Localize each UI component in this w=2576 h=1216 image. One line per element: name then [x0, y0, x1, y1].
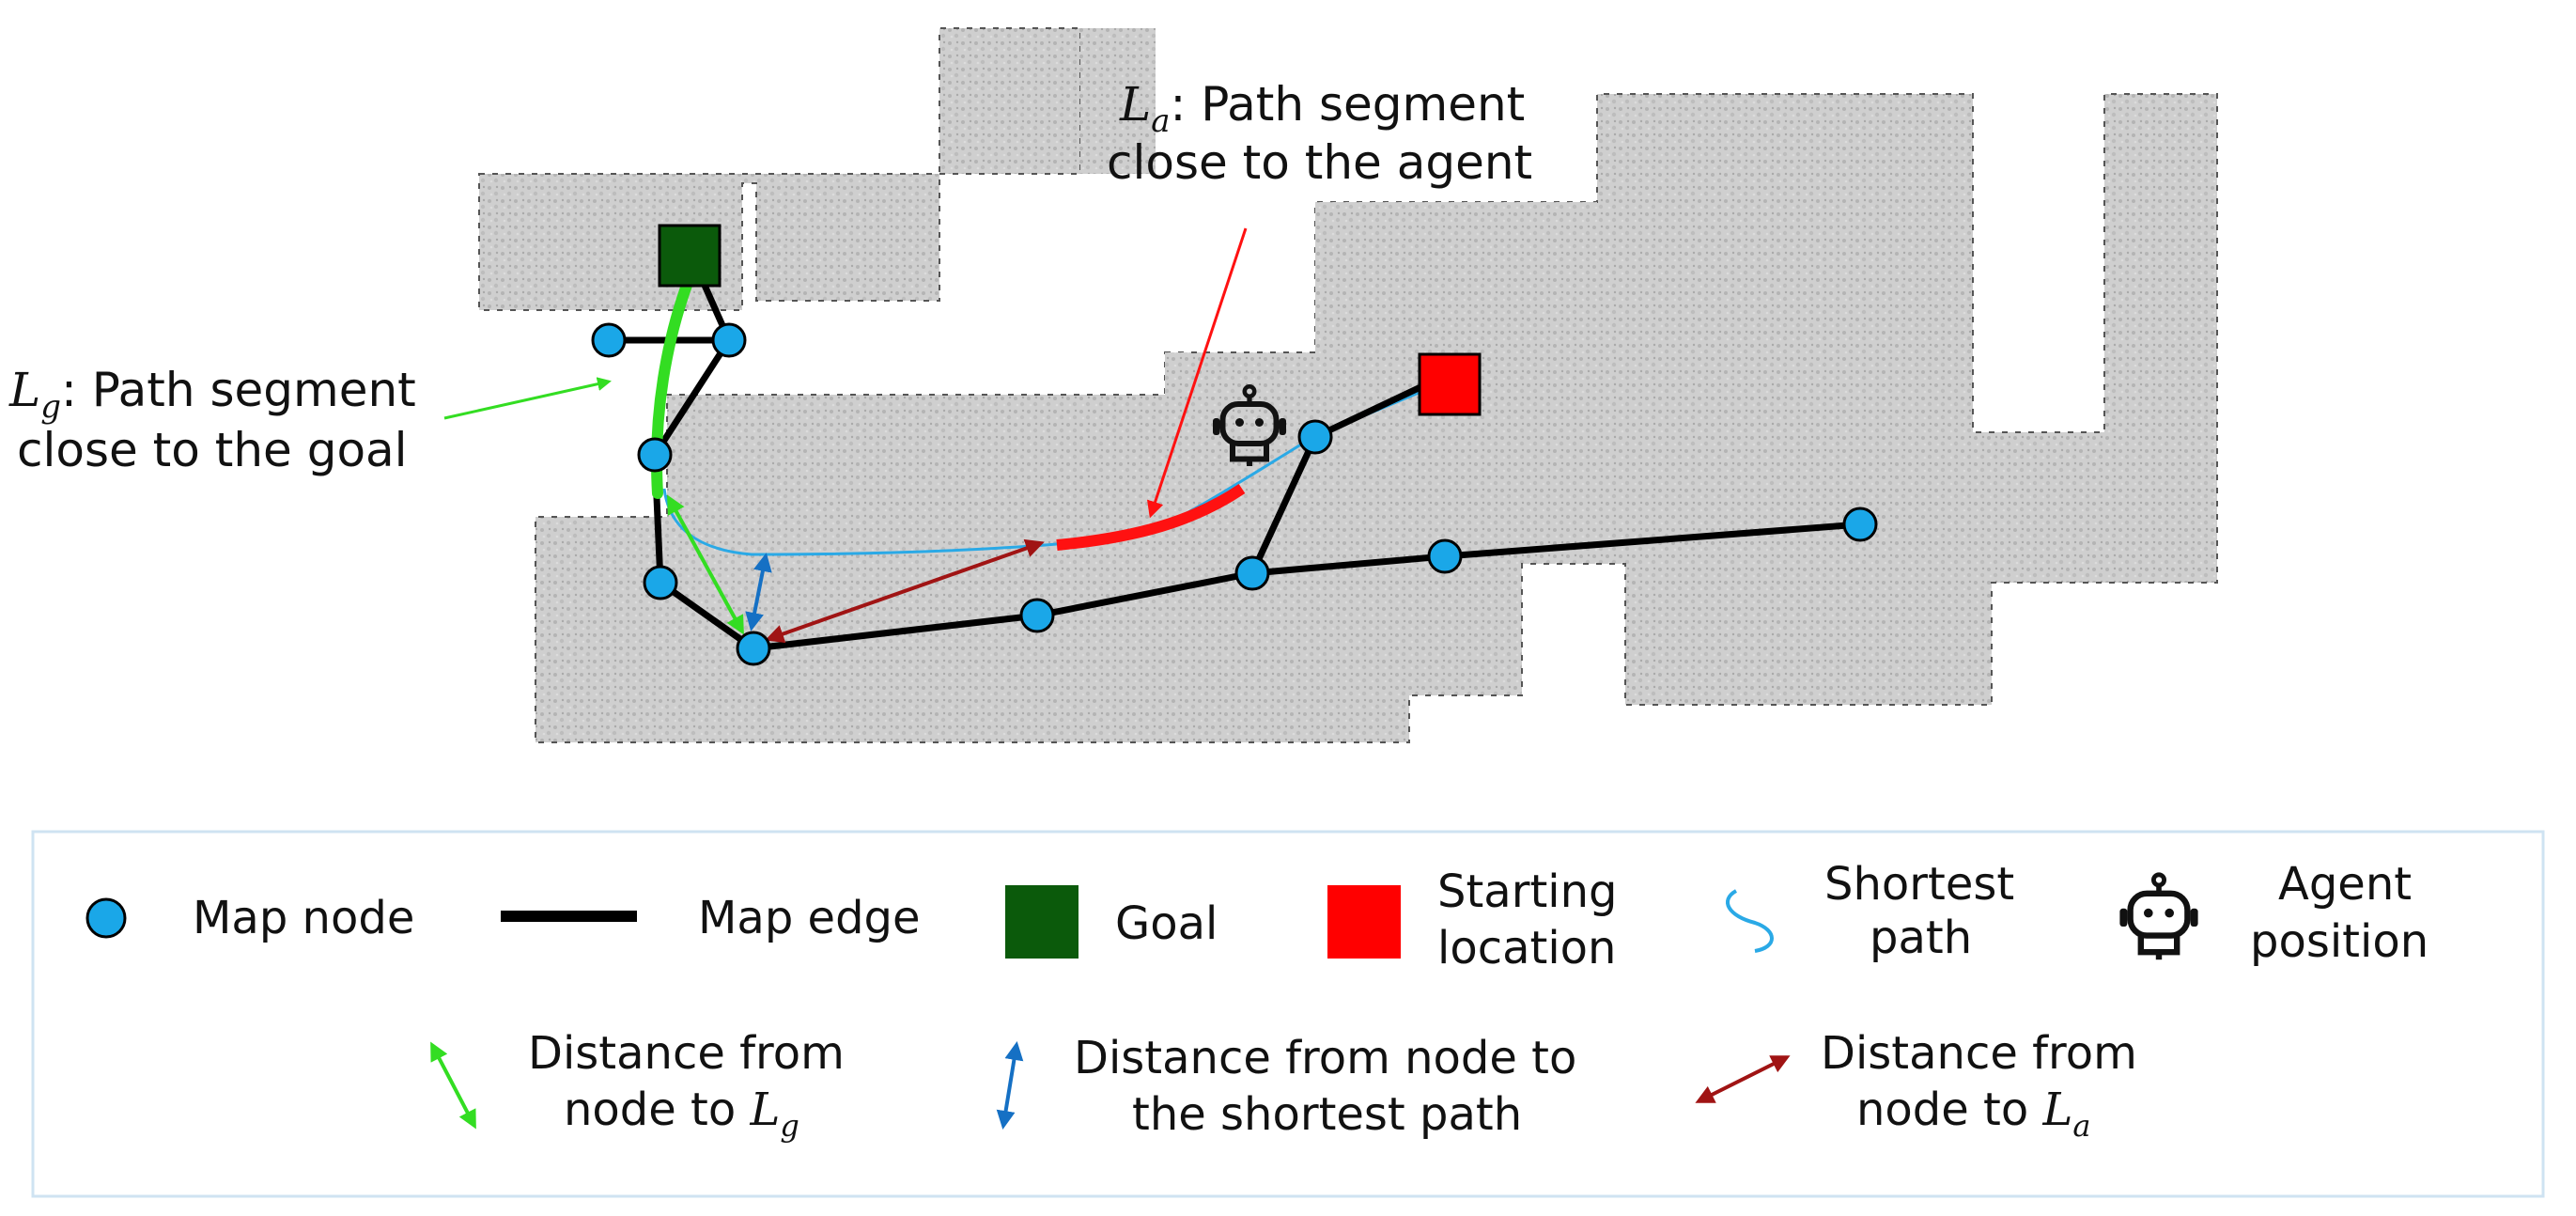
legend-box [31, 830, 2545, 1198]
svg-text:close to the goal: close to the goal [17, 423, 408, 477]
svg-text:close to the agent: close to the agent [1107, 135, 1532, 190]
svg-text:location: location [1437, 922, 1616, 974]
legend: Map node Map edge Goal Starting location… [31, 830, 2545, 1198]
map-node [1019, 598, 1055, 633]
legend-start-swatch [1327, 885, 1401, 959]
svg-text:node to Lg: node to Lg [564, 1083, 799, 1144]
goal-marker [658, 224, 722, 288]
svg-text:Goal: Goal [1115, 897, 1218, 950]
map-edge [652, 338, 732, 457]
svg-text:Shortest: Shortest [1824, 858, 2014, 911]
svg-text:the shortest path: the shortest path [1132, 1088, 1522, 1141]
la-annotation: La: Path segment close to the agent [1107, 77, 1532, 519]
dist-sp-arrow [745, 553, 772, 631]
legend-dist-lg-swatch [430, 1041, 476, 1130]
svg-text:Distance from: Distance from [528, 1027, 845, 1080]
dist-la-arrow [765, 538, 1045, 644]
map-node [591, 322, 627, 358]
map-edge [1313, 383, 1422, 441]
svg-text:La: Path segment: La: Path segment [1119, 77, 1525, 140]
svg-text:path: path [1870, 912, 1972, 964]
map-node [1234, 555, 1270, 591]
dist-lg-arrow [667, 494, 744, 635]
svg-text:Distance from node to: Distance from node to [1074, 1032, 1576, 1084]
map-edge [1249, 435, 1319, 575]
la-pointer-arrow [1146, 227, 1248, 519]
la-path-segment [1056, 484, 1246, 551]
map-edge [1251, 553, 1446, 577]
lg-pointer-arrow [443, 377, 612, 420]
map-node [637, 437, 673, 473]
svg-text:Starting: Starting [1437, 865, 1617, 918]
map-edge [1444, 521, 1861, 560]
svg-text:Map node: Map node [193, 892, 414, 944]
legend-shortest-swatch [1725, 889, 1774, 953]
legend-node-swatch [85, 897, 127, 939]
svg-text:Agent: Agent [2278, 858, 2412, 911]
svg-text:Map edge: Map edge [698, 892, 921, 944]
map-node [1842, 507, 1878, 542]
svg-text:Lg: Path segment: Lg: Path segment [8, 363, 416, 426]
svg-text:Distance from: Distance from [1821, 1027, 2137, 1080]
lg-annotation: Lg: Path segment close to the goal [8, 363, 612, 477]
map-edge [1036, 569, 1253, 619]
floor-area [1165, 352, 1184, 395]
legend-goal-swatch [1005, 885, 1079, 959]
floor-area [1080, 28, 1156, 174]
svg-text:position: position [2250, 915, 2429, 968]
svg-text:node to La: node to La [1856, 1083, 2090, 1144]
map-node [1297, 419, 1333, 455]
start-marker [1418, 352, 1482, 416]
map-node [711, 322, 747, 358]
legend-dist-la-swatch [1695, 1055, 1791, 1103]
map-node [1427, 538, 1463, 574]
map-node [643, 565, 678, 600]
map-nodes [591, 322, 1878, 666]
floor-area [478, 27, 1081, 311]
map-node [736, 631, 771, 666]
legend-dist-sp-swatch [996, 1041, 1024, 1130]
